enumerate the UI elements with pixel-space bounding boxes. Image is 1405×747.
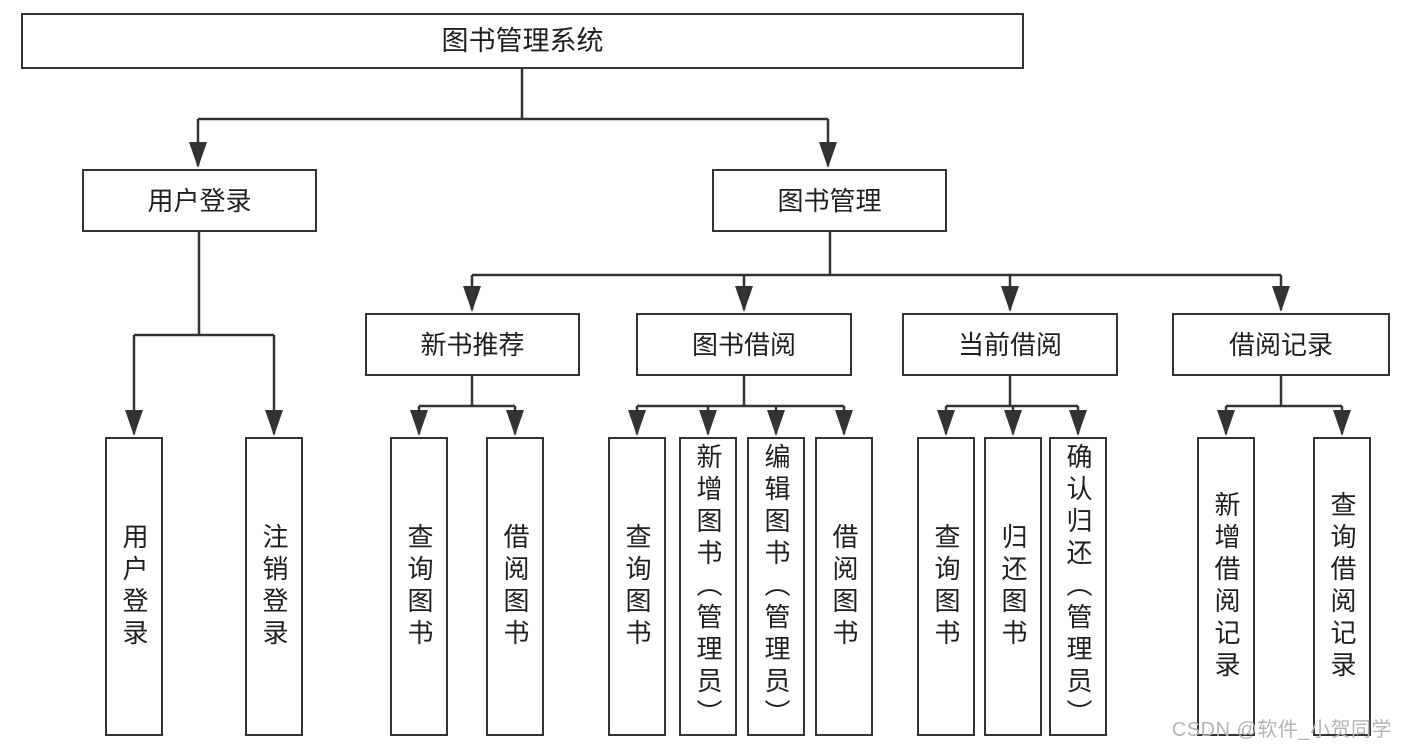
leaf-borrow-edit-books-admin: 编辑图书（管理员） <box>747 437 805 736</box>
leaf-current-return-books: 归还图书 <box>984 437 1042 736</box>
connector-book-management-to-level3 <box>463 232 1290 312</box>
connector-new-book-recommend-group <box>410 376 524 436</box>
leaf-logout: 注销登录 <box>245 437 303 736</box>
node-new-book-recommend: 新书推荐 <box>365 313 580 376</box>
node-user-login: 用户登录 <box>82 169 317 232</box>
node-book-management: 图书管理 <box>712 169 947 232</box>
leaf-current-query-books: 查询图书 <box>917 437 975 736</box>
node-current-borrow: 当前借阅 <box>902 313 1118 376</box>
connector-book-borrow-group <box>628 376 853 436</box>
leaf-records-query-record: 查询借阅记录 <box>1313 437 1371 736</box>
csdn-watermark: CSDN @软件_小贺同学 <box>1171 719 1392 741</box>
connector-current-borrow-group <box>937 376 1087 436</box>
leaf-borrow-query-books: 查询图书 <box>608 437 666 736</box>
node-borrow-records: 借阅记录 <box>1172 313 1390 376</box>
connector-user-login-group <box>125 232 283 436</box>
leaf-borrow-add-books-admin: 新增图书（管理员） <box>679 437 737 736</box>
leaf-records-add-record: 新增借阅记录 <box>1197 437 1255 736</box>
leaf-current-confirm-return-admin: 确认归还（管理员） <box>1049 437 1107 736</box>
leaf-recommend-borrow-books: 借阅图书 <box>486 437 544 736</box>
connector-borrow-records-group <box>1217 376 1351 436</box>
node-book-borrow: 图书借阅 <box>636 313 852 376</box>
node-root-system: 图书管理系统 <box>21 13 1024 69</box>
leaf-user-login: 用户登录 <box>105 437 163 736</box>
connector-root-to-level2 <box>189 69 837 168</box>
leaf-borrow-borrow-books: 借阅图书 <box>815 437 873 736</box>
leaf-recommend-query-books: 查询图书 <box>390 437 448 736</box>
